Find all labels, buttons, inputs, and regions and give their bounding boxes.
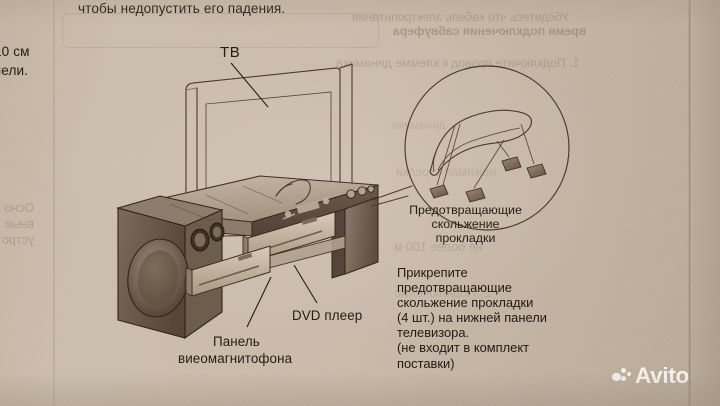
ghost-box-outline <box>62 13 379 48</box>
magnified-detail-circle <box>371 65 570 231</box>
callout-line-3: прокладки <box>435 231 496 245</box>
pad-1 <box>429 184 449 199</box>
callout-anti-slip-pads: Предотвращающие скольжение прокладки <box>388 203 543 245</box>
label-vcr-panel-line1: Панель <box>213 334 260 349</box>
page-edge-shadow-right <box>688 0 720 406</box>
label-dvd-player: DVD плеер <box>292 308 363 323</box>
page-fold-right <box>688 0 691 406</box>
left-cropped-line-2: анели. <box>0 63 29 78</box>
avito-logo-icon <box>612 367 631 385</box>
page-edge-shadow-bottom <box>0 372 720 406</box>
leader-vcr <box>246 276 272 328</box>
label-vcr-panel-line2: виеомагнитофона <box>178 351 293 366</box>
av-rack-illustration <box>116 175 379 340</box>
pad-4 <box>526 163 547 179</box>
top-sentence: чтобы недопустить его падения. <box>78 1 285 16</box>
avito-watermark: Avito <box>612 364 689 387</box>
label-tv: ТВ <box>220 44 241 61</box>
instruction-text-block: Прикрепите предотвращающие скольжение пр… <box>397 265 547 371</box>
callout-line-2: скольжение <box>431 217 500 231</box>
avito-wordmark: Avito <box>635 364 689 387</box>
page-fold-left <box>53 0 55 406</box>
leader-dvd <box>293 264 318 304</box>
callout-line-1: Предотвращающие <box>409 203 522 217</box>
left-cropped-line-1: 10 см <box>0 44 30 59</box>
page-edge-shadow-top <box>0 0 720 26</box>
pad-2 <box>465 187 486 203</box>
leader-tv <box>230 62 269 108</box>
pad-3 <box>501 156 522 172</box>
